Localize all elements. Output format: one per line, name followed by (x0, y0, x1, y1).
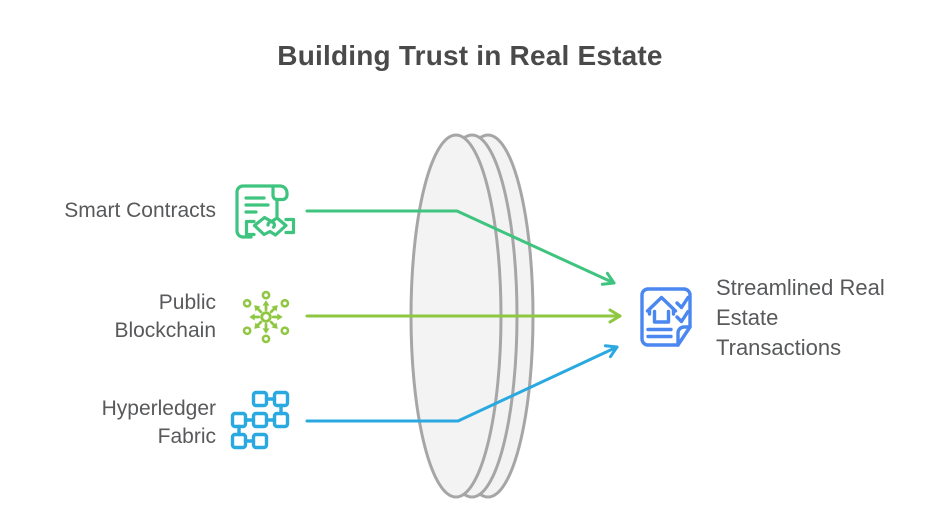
input-label-smart-contracts: Smart Contracts (0, 198, 216, 224)
page-title: Building Trust in Real Estate (277, 40, 663, 71)
input-label-hyperledger-fabric: Hyperledger Fabric (0, 395, 216, 451)
document-check-icon (632, 281, 704, 353)
label-line: Smart Contracts (64, 199, 216, 222)
contract-handshake-icon (226, 176, 296, 246)
label-line: Streamlined Real (716, 275, 885, 300)
output-label-streamlined-transactions: Streamlined Real Estate Transactions (716, 273, 926, 363)
network-hub-icon (236, 287, 296, 347)
label-line: Blockchain (114, 319, 216, 342)
flow-arrow-hyperledger-fabric (305, 344, 619, 423)
flow-arrow-smart-contracts (305, 209, 616, 286)
label-line: Hyperledger (101, 397, 216, 420)
label-line: Fabric (157, 425, 216, 448)
label-line: Public (158, 291, 216, 314)
input-label-public-blockchain: Public Blockchain (0, 289, 216, 345)
label-line: Estate (716, 305, 779, 330)
label-line: Transactions (716, 335, 842, 360)
linked-blocks-icon (226, 386, 296, 456)
